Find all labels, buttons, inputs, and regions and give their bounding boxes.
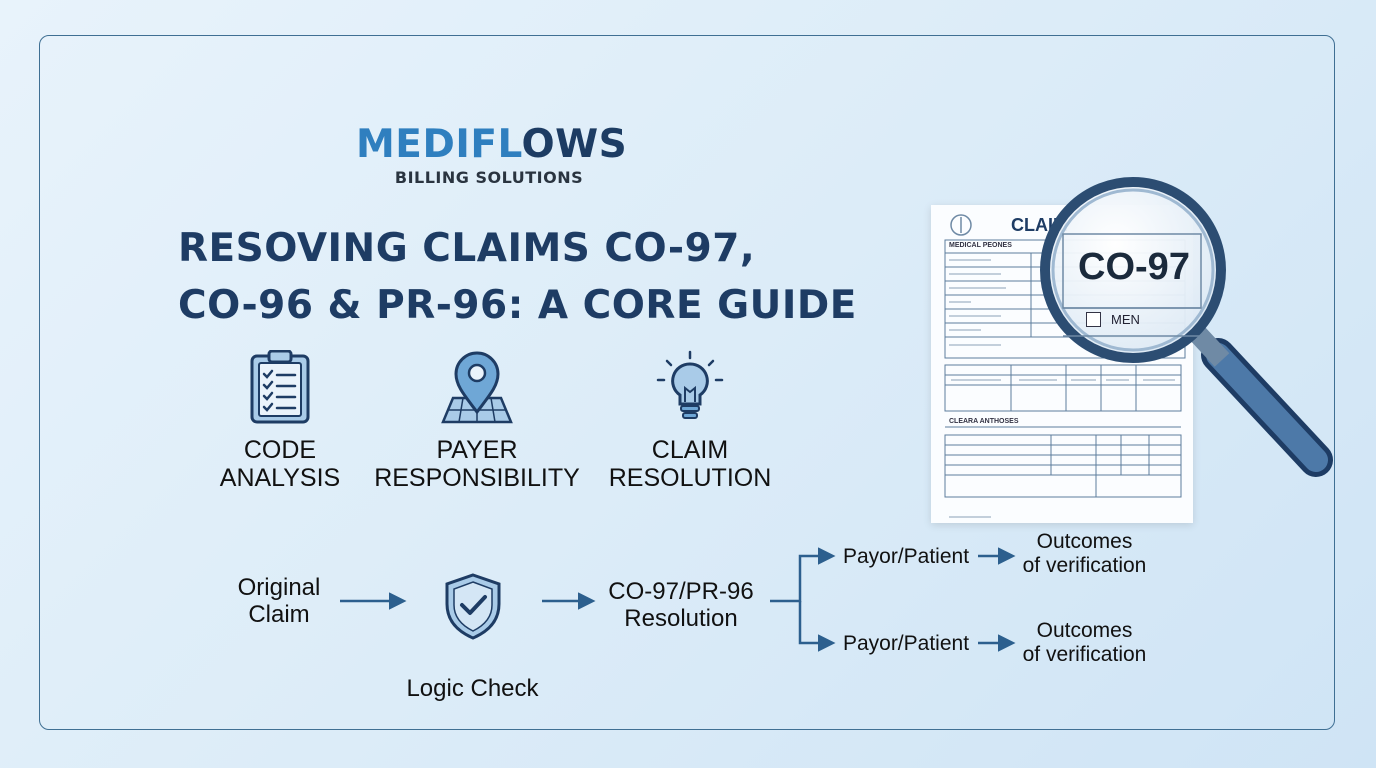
brand-name-o: O bbox=[521, 122, 556, 167]
arrow-branch-lower bbox=[798, 601, 836, 652]
lens-checkbox-row: MEN bbox=[1086, 312, 1140, 327]
lightbulb-icon bbox=[656, 350, 724, 419]
content-frame bbox=[39, 35, 1335, 730]
feature-label: CODE ANALYSIS bbox=[219, 436, 341, 492]
flow-node-resolution: CO-97/PR-96 Resolution bbox=[608, 578, 754, 632]
page-title-line1: RESOVING CLAIMS CO-97, bbox=[178, 226, 756, 271]
feature-claim-resolution: CLAIM RESOLUTION bbox=[605, 350, 775, 492]
clipboard-checklist-icon bbox=[250, 350, 310, 424]
feature-label: PAYER RESPONSIBILITY bbox=[374, 436, 580, 492]
flow-node-party-lower: Payor/Patient bbox=[842, 632, 970, 655]
lens-checkbox-label: MEN bbox=[1111, 312, 1140, 327]
flow-node-original-claim: Original Claim bbox=[237, 574, 321, 628]
page-title: RESOVING CLAIMS CO-97, CO-96 & PR-96: A … bbox=[178, 220, 898, 334]
map-pin-icon bbox=[441, 351, 513, 424]
flow-node-label: Logic Check bbox=[406, 675, 539, 702]
feature-payer-responsibility: PAYER RESPONSIBILITY bbox=[372, 350, 582, 492]
lens-claim-code: CO-97 bbox=[1078, 246, 1190, 288]
feature-code-analysis: CODE ANALYSIS bbox=[205, 350, 355, 492]
flow-node-party-upper: Payor/Patient bbox=[842, 545, 970, 568]
flow-node-outcome-upper: Outcomes of verification bbox=[1022, 530, 1147, 577]
brand-name: MEDIFLOWS bbox=[356, 122, 627, 168]
page-title-line2: CO-96 & PR-96: A CORE GUIDE bbox=[178, 283, 857, 328]
flow-node-logic-check: Logic Check bbox=[400, 545, 545, 729]
claim-document-section2: CLEARA ANTHOSES bbox=[949, 418, 1019, 425]
flow-node-outcome-lower: Outcomes of verification bbox=[1022, 619, 1147, 666]
shield-check-icon bbox=[445, 573, 500, 640]
brand-subtitle: BILLING SOLUTIONS bbox=[394, 168, 584, 187]
brand-name-part1: MEDIFL bbox=[356, 122, 522, 167]
brand-name-part2: WS bbox=[555, 122, 628, 167]
feature-label: CLAIM RESOLUTION bbox=[608, 436, 772, 492]
arrow-branch-upper bbox=[770, 547, 836, 603]
brand-logo: MEDIFLOWS BILLING SOLUTIONS bbox=[356, 122, 627, 187]
claim-document-section1: MEDICAL PEONES bbox=[949, 242, 1012, 249]
lens-checkbox bbox=[1086, 312, 1101, 327]
